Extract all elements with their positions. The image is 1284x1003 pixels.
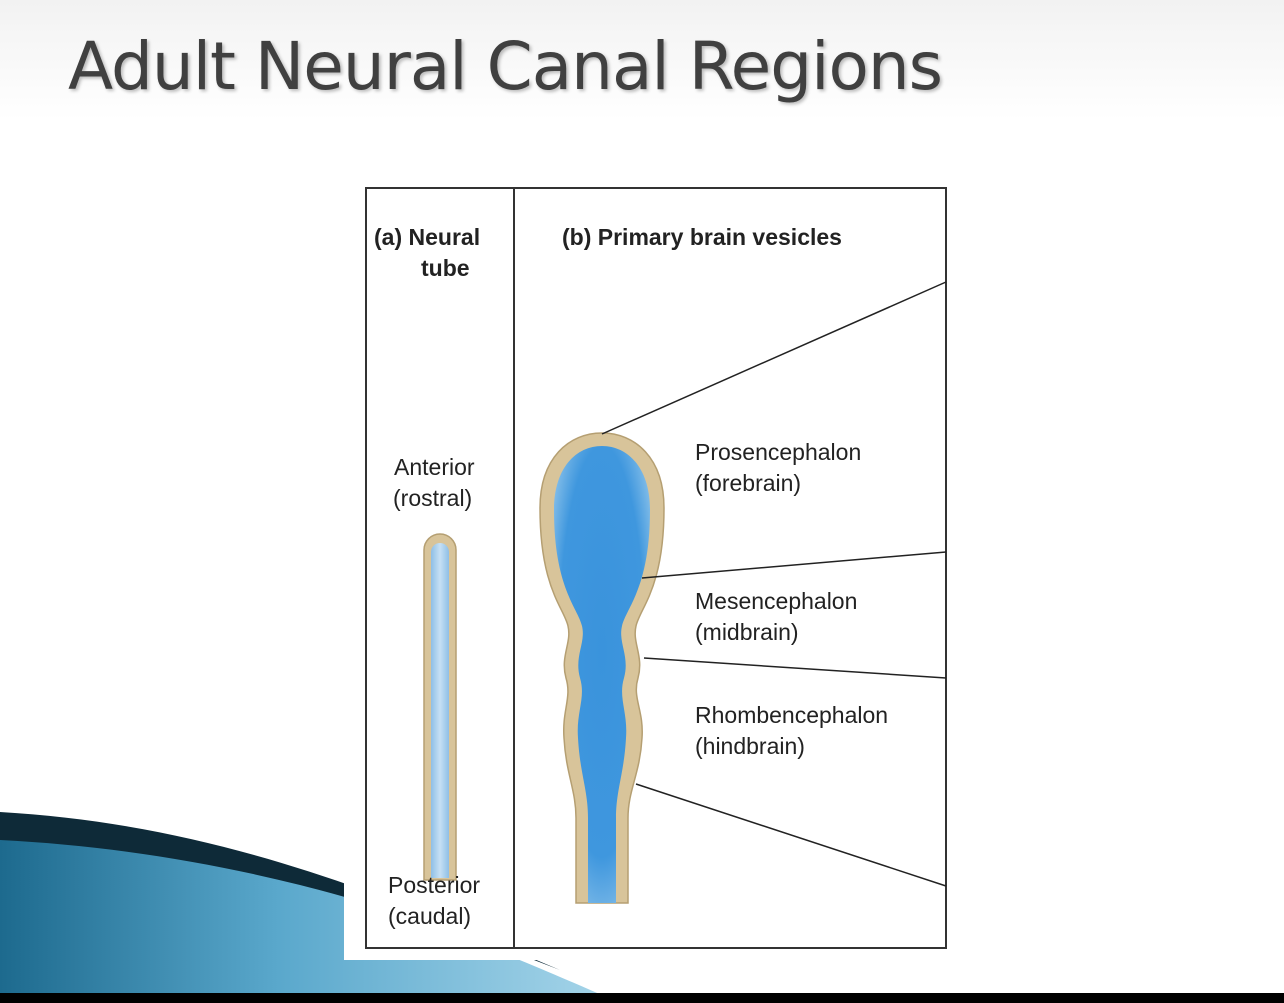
figure-drawing bbox=[365, 187, 947, 949]
forebrain-label: (forebrain) bbox=[695, 470, 802, 496]
panel-b-heading: (b) Primary brain vesicles bbox=[562, 224, 842, 250]
rhombencephalon-label: Rhombencephalon bbox=[695, 702, 889, 728]
slide-title: Adult Neural Canal Regions bbox=[68, 28, 943, 105]
figure-frame bbox=[365, 187, 947, 949]
prosencephalon-label: Prosencephalon bbox=[695, 439, 862, 465]
hindbrain-label: (hindbrain) bbox=[695, 733, 805, 759]
leader-line-lower bbox=[643, 657, 947, 679]
posterior-label: Posterior bbox=[388, 872, 481, 898]
mesencephalon-label: Mesencephalon bbox=[695, 588, 858, 614]
rostral-label: (rostral) bbox=[393, 485, 473, 511]
panel-a-heading-line1: (a) Neural bbox=[374, 224, 481, 250]
brain-vesicles-shape bbox=[539, 432, 665, 904]
caudal-label: (caudal) bbox=[388, 903, 472, 929]
leader-line-top bbox=[601, 281, 947, 435]
leader-line-upper bbox=[641, 551, 947, 579]
neural-tube-shape bbox=[423, 533, 457, 881]
panel-a-heading-line2: tube bbox=[421, 255, 470, 281]
leader-line-bottom bbox=[635, 783, 947, 887]
anterior-label: Anterior bbox=[394, 454, 475, 480]
neural-tube-figure: (a) Neural tube Anterior (rostral) Poste… bbox=[344, 178, 956, 960]
midbrain-label: (midbrain) bbox=[695, 619, 799, 645]
